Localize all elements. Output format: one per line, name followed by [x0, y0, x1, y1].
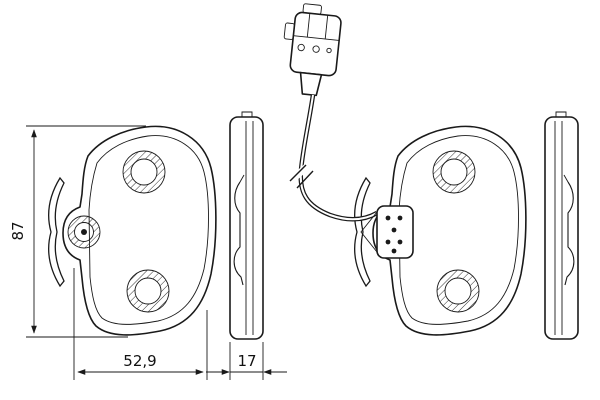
- dimension-thickness: 17: [206, 342, 287, 380]
- retaining-clip-left: [48, 177, 65, 287]
- dimension-width: 52,9: [73, 268, 208, 380]
- connector-ear: [283, 22, 295, 40]
- connector-neck: [299, 71, 323, 97]
- dimension-height: 87: [9, 125, 146, 338]
- wire-break-mark: [289, 164, 307, 182]
- piston-hub-rings: [67, 215, 101, 249]
- dimension-width-label: 52,9: [123, 352, 156, 370]
- wear-sensor-body: [360, 205, 414, 259]
- connector-latch: [302, 3, 322, 15]
- dimension-height-label: 87: [9, 221, 27, 240]
- dimension-thickness-label: 17: [237, 352, 256, 370]
- brake-pad-front-view-left: [48, 125, 217, 336]
- sensor-bracket: [360, 211, 378, 253]
- wear-sensor-connector: [283, 3, 342, 97]
- connector-housing: [289, 11, 342, 77]
- wire-break-mark: [296, 170, 314, 189]
- wear-sensor-wire: [289, 94, 379, 222]
- retaining-clip-right: [354, 177, 371, 287]
- side-view-right: [544, 111, 579, 340]
- side-view-left: [229, 111, 264, 340]
